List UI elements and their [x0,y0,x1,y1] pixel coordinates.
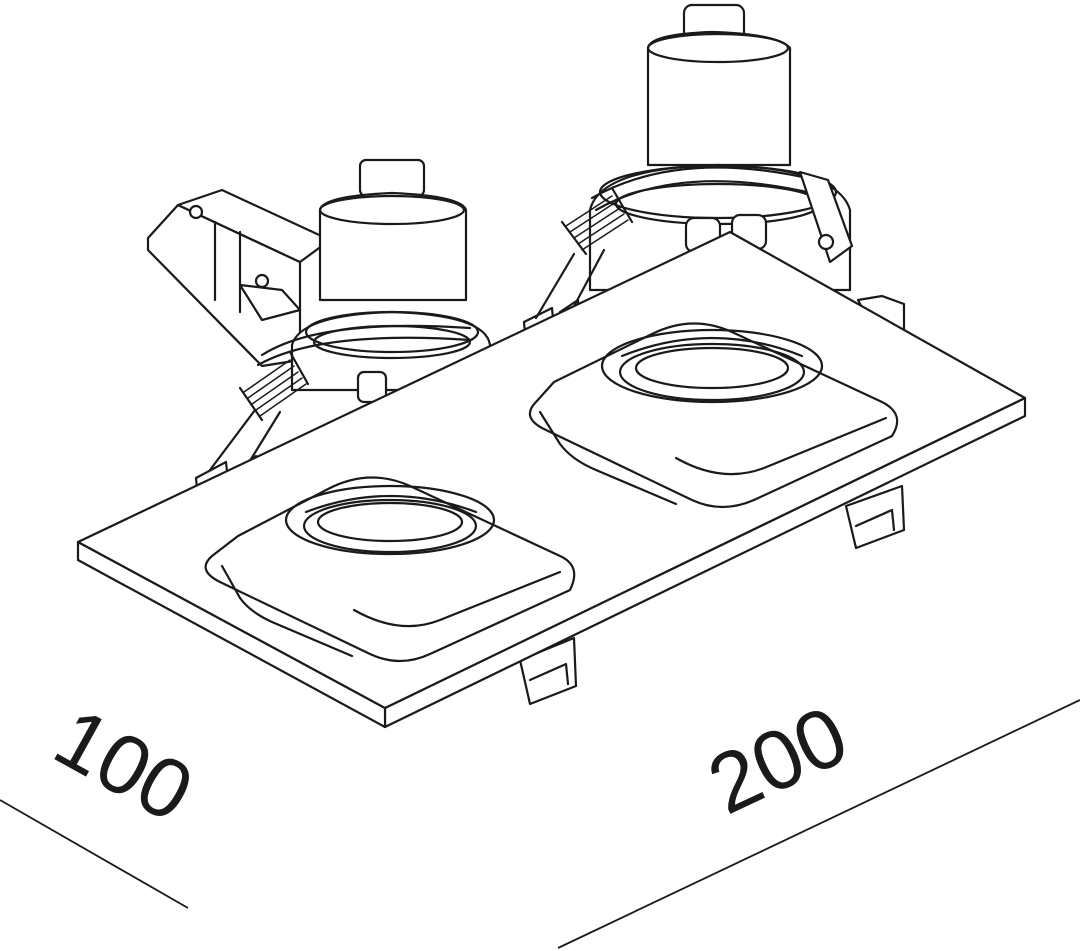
left-opening [204,476,576,663]
right-lamp-module [588,3,906,340]
width-dimension-line [557,699,1080,949]
width-dimension-label: 200 [694,688,861,832]
depth-dimension-label: 100 [40,690,208,840]
right-opening [528,322,899,509]
junction-box [146,188,332,368]
depth-dimension-line [0,799,189,909]
